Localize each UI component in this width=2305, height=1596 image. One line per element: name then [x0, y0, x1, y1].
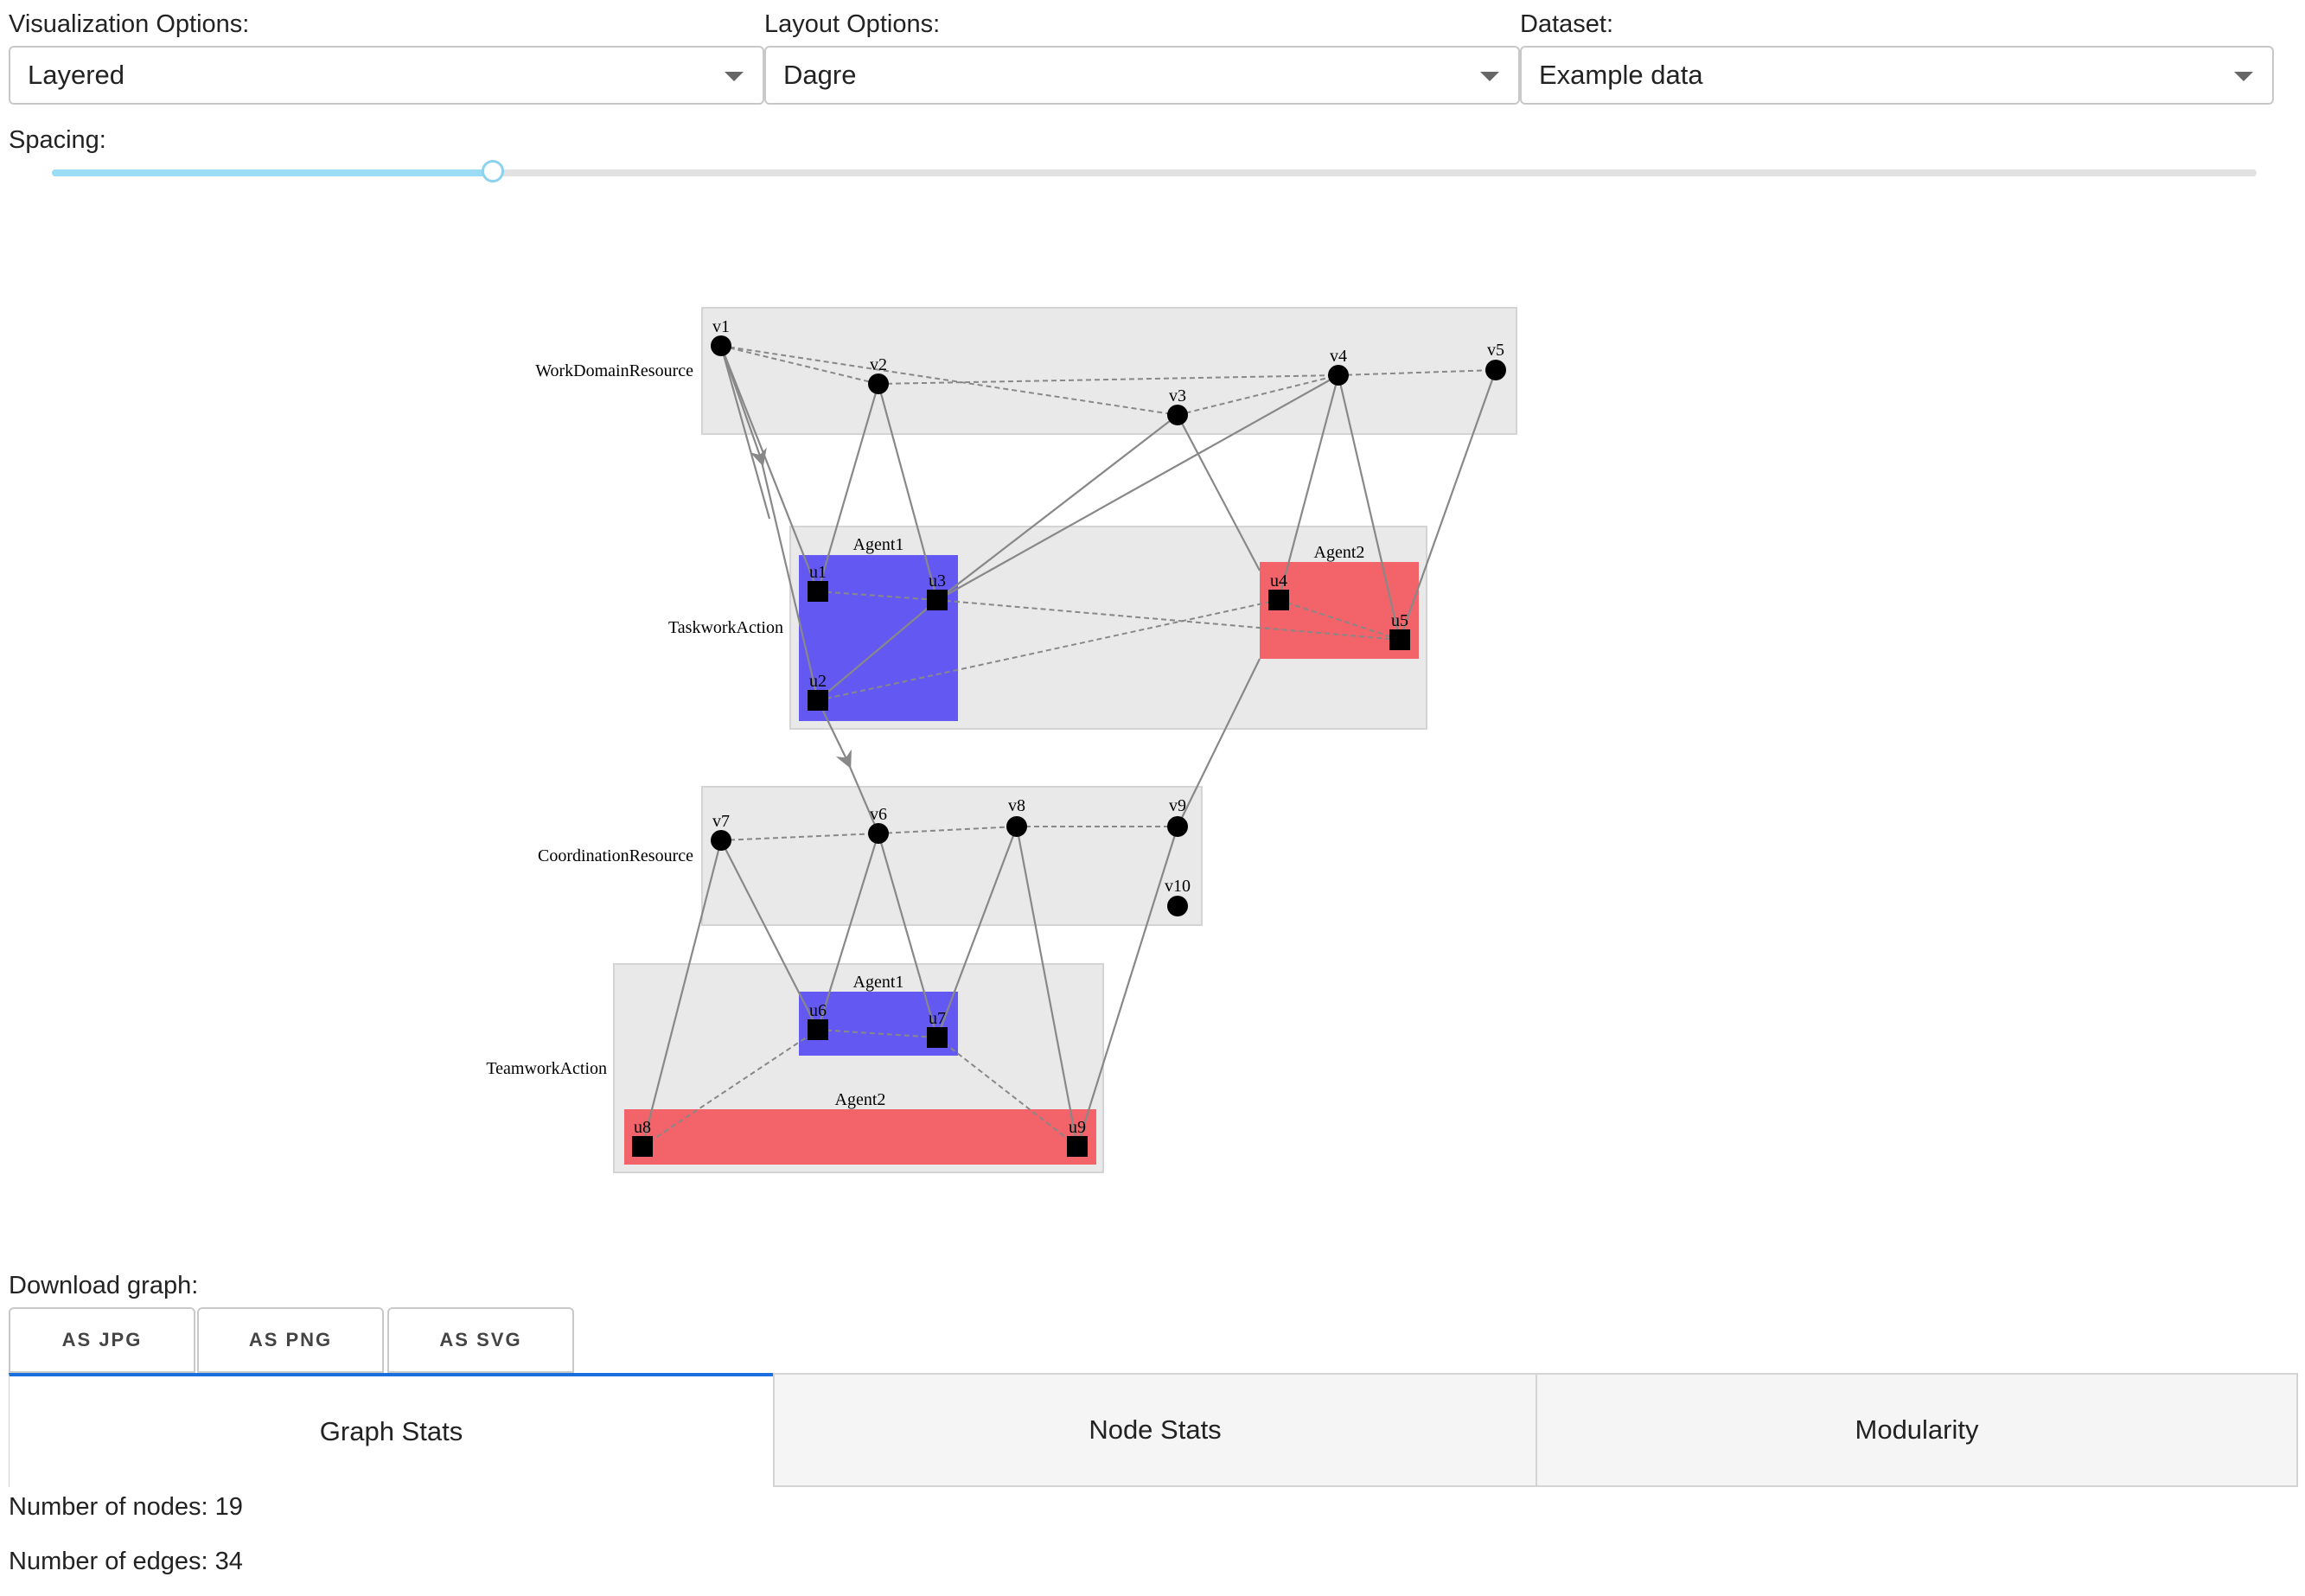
layout-select-value: Dagre [783, 60, 857, 90]
node-u8[interactable] [632, 1136, 653, 1157]
layer-workdomainresource [701, 307, 1517, 435]
number-of-edges: Number of edges: 34 [9, 1548, 243, 1575]
group-label-agent2-team: Agent2 [835, 1090, 886, 1109]
node-label-u9: u9 [1069, 1118, 1086, 1137]
node-v1[interactable] [711, 335, 731, 356]
node-label-u1: u1 [809, 563, 827, 582]
spacing-slider-handle[interactable] [482, 160, 504, 182]
dashed-edges [642, 345, 1497, 1147]
node-u7[interactable] [927, 1027, 948, 1048]
node-label-u2: u2 [809, 672, 827, 691]
node-label-u7: u7 [929, 1009, 946, 1028]
visualization-select[interactable]: Layered [9, 46, 764, 105]
node-label-v9: v9 [1169, 796, 1186, 815]
node-label-v3: v3 [1169, 386, 1186, 405]
spacing-label: Spacing: [9, 126, 106, 154]
node-v9[interactable] [1167, 816, 1188, 837]
node-label-v2: v2 [870, 355, 887, 374]
node-v4[interactable] [1328, 365, 1349, 386]
node-u3[interactable] [927, 590, 948, 610]
node-u2[interactable] [808, 690, 828, 711]
layer-label-coordinationresource: CoordinationResource [538, 846, 693, 865]
chevron-down-icon [1480, 72, 1499, 81]
node-u6[interactable] [808, 1019, 828, 1040]
group-agent2-teamwork [624, 1109, 1096, 1165]
node-u4[interactable] [1268, 590, 1289, 610]
resource-nodes [711, 335, 1506, 916]
node-label-u5: u5 [1391, 611, 1408, 630]
node-label-v6: v6 [870, 805, 887, 824]
visualization-options-label: Visualization Options: [9, 10, 250, 38]
node-u1[interactable] [808, 581, 828, 602]
download-svg-button[interactable]: AS SVG [387, 1307, 574, 1373]
layout-select[interactable]: Dagre [764, 46, 1520, 105]
group-label-agent1-team: Agent1 [853, 973, 904, 992]
node-label-v1: v1 [712, 317, 730, 336]
node-u9[interactable] [1067, 1136, 1088, 1157]
node-label-v7: v7 [712, 812, 730, 831]
layout-options-label: Layout Options: [764, 10, 941, 38]
visualization-select-value: Layered [28, 60, 125, 90]
group-label-agent2-task: Agent2 [1314, 543, 1365, 562]
node-label-u8: u8 [634, 1118, 651, 1137]
node-label-u4: u4 [1270, 571, 1287, 591]
chevron-down-icon [725, 72, 744, 81]
node-label-u3: u3 [929, 571, 946, 591]
spacing-slider-track[interactable] [52, 169, 2257, 176]
dataset-label: Dataset: [1520, 10, 1613, 38]
download-png-button[interactable]: AS PNG [197, 1307, 384, 1373]
node-label-v4: v4 [1330, 347, 1347, 366]
layer-label-teamworkaction: TeamworkAction [486, 1059, 607, 1078]
node-label-v8: v8 [1008, 796, 1025, 815]
node-v6[interactable] [868, 823, 889, 844]
action-nodes [632, 581, 1410, 1157]
dataset-select-value: Example data [1539, 60, 1703, 90]
layer-coordinationresource [701, 786, 1203, 926]
dataset-select[interactable]: Example data [1520, 46, 2274, 105]
node-label-v5: v5 [1487, 341, 1504, 360]
layer-label-taskworkaction: TaskworkAction [668, 618, 783, 637]
node-label-u6: u6 [809, 1001, 827, 1020]
node-v2[interactable] [868, 373, 889, 394]
node-u5[interactable] [1389, 629, 1410, 650]
spacing-slider-fill [52, 169, 493, 176]
download-jpg-button[interactable]: AS JPG [9, 1307, 195, 1373]
number-of-nodes: Number of nodes: 19 [9, 1493, 243, 1521]
solid-edges [641, 345, 1497, 1147]
tab-node-stats[interactable]: Node Stats [773, 1373, 1537, 1487]
tab-modularity[interactable]: Modularity [1536, 1373, 2298, 1487]
node-v5[interactable] [1485, 360, 1506, 380]
node-v3[interactable] [1167, 405, 1188, 425]
node-label-v10: v10 [1165, 877, 1191, 896]
node-v10[interactable] [1167, 896, 1188, 916]
group-label-agent1-task: Agent1 [853, 535, 904, 554]
tab-graph-stats[interactable]: Graph Stats [9, 1373, 773, 1487]
chevron-down-icon [2234, 72, 2253, 81]
node-v8[interactable] [1006, 816, 1027, 837]
download-graph-label: Download graph: [9, 1272, 199, 1299]
layer-label-workdomainresource: WorkDomainResource [535, 361, 693, 380]
node-v7[interactable] [711, 830, 731, 851]
layered-graph: WorkDomainResource TaskworkAction Coordi… [486, 307, 1517, 1173]
